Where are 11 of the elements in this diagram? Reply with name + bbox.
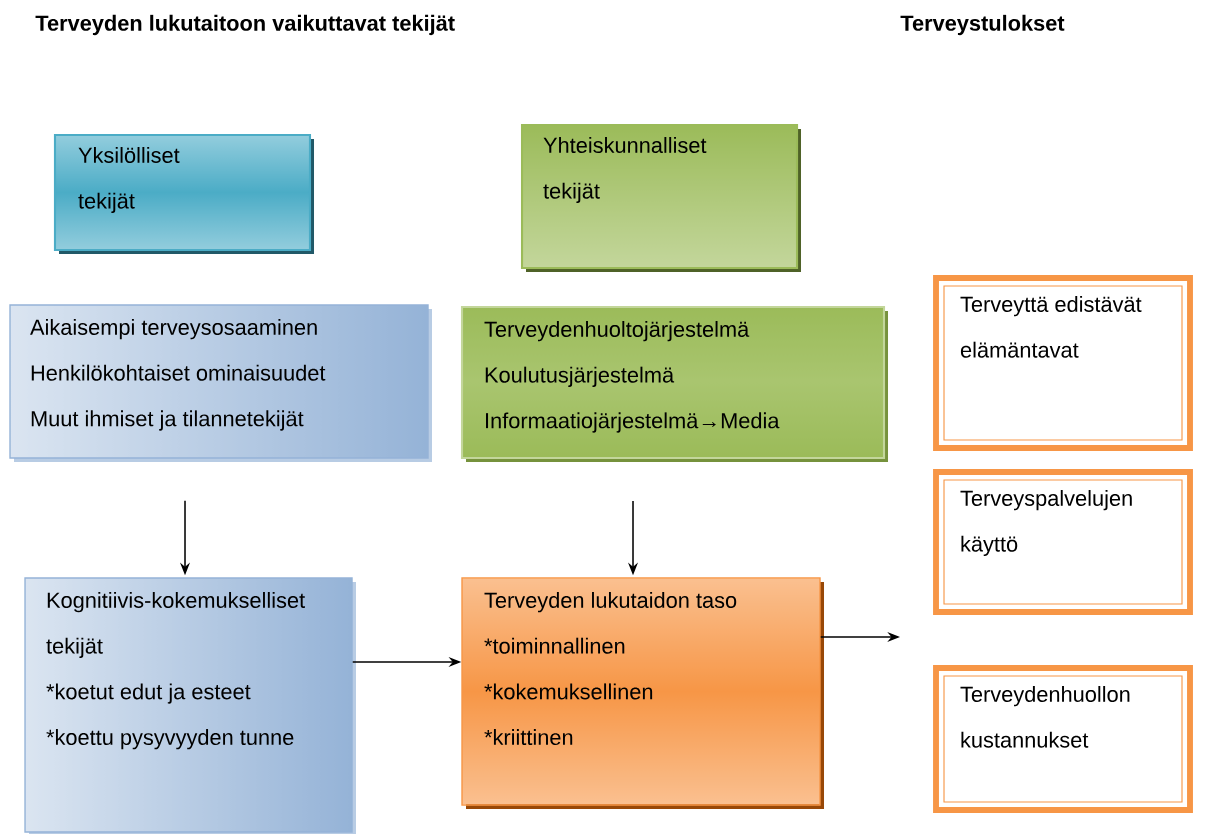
category-box: Yksilölliset tekijät [53, 133, 314, 254]
outcome-box: Terveyspalvelujen käyttö [933, 469, 1193, 615]
outcome-box: Terveyttä edistävät elämäntavat [933, 275, 1193, 451]
category-box: Yhteiskunnalliset tekijät [520, 123, 801, 272]
factor-box: Terveyden lukutaidon taso *toiminnallinen *kokemuksellinen *kriittinen [461, 577, 824, 809]
factor-box: Kognitiivis-kokemukselliset tekijät *koetut edut ja esteet *koettu pysyvyyden tunne [24, 577, 356, 834]
outcome-box: Terveydenhuollon kustannukset [933, 665, 1193, 813]
heading: Terveystulokset [900, 14, 1065, 36]
factor-box: Terveydenhuoltojärjestelmä Koulutusjärjestelmä Informaatiojärjestelmä→Media [460, 305, 888, 462]
factor-box: Aikaisempi terveysosaaminen Henkilökohtaiset ominaisuudet Muut ihmiset ja tilannetekijät [9, 304, 432, 462]
title: Terveyden lukutaitoon vaikuttavat tekijät [35, 14, 455, 36]
